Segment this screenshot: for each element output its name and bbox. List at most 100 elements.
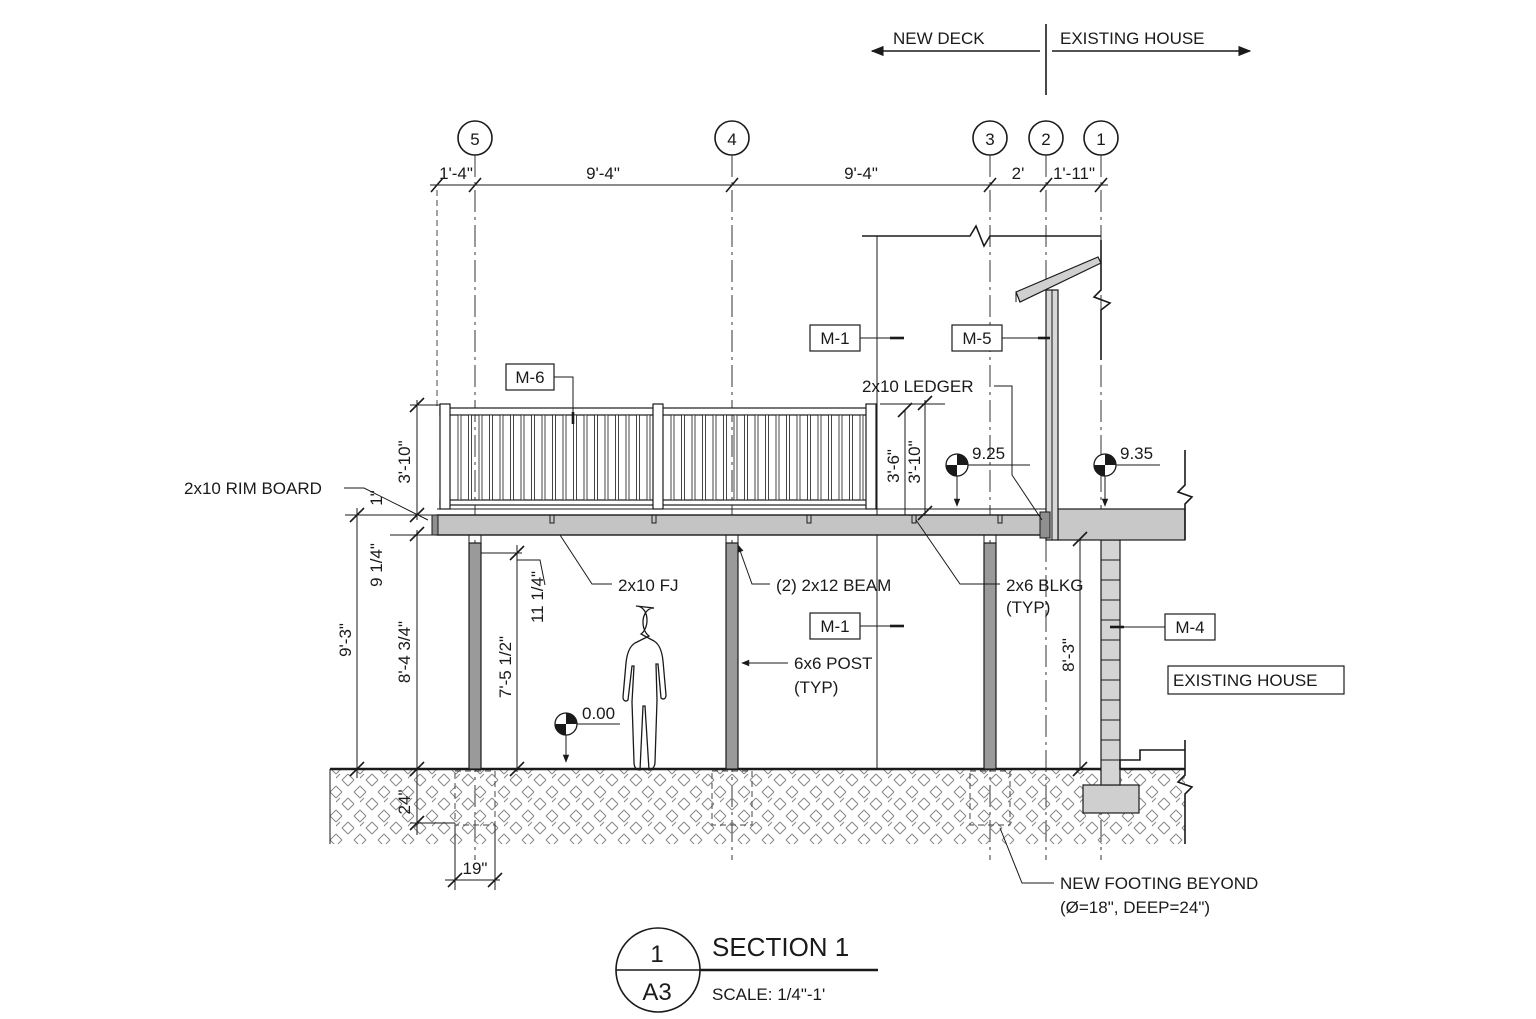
baluster bbox=[828, 414, 832, 501]
svg-text:5: 5 bbox=[470, 130, 479, 149]
ledger bbox=[1039, 511, 1051, 539]
svg-text:19": 19" bbox=[463, 859, 488, 878]
svg-text:9.35: 9.35 bbox=[1120, 444, 1153, 463]
svg-text:9'-4": 9'-4" bbox=[586, 164, 620, 183]
tag-m4: M-4 bbox=[1110, 613, 1216, 641]
svg-text:8'-3": 8'-3" bbox=[1059, 638, 1078, 672]
baluster bbox=[457, 414, 462, 501]
baluster bbox=[838, 414, 843, 501]
baluster bbox=[646, 414, 651, 501]
footing-3 bbox=[969, 770, 1011, 826]
baluster bbox=[468, 414, 472, 501]
baluster bbox=[691, 414, 696, 501]
baluster bbox=[562, 414, 567, 501]
baluster bbox=[849, 414, 853, 501]
baluster bbox=[712, 414, 717, 501]
svg-text:1": 1" bbox=[367, 490, 386, 506]
section-number: 1 bbox=[650, 941, 663, 968]
baluster bbox=[531, 414, 535, 501]
baluster bbox=[733, 414, 738, 501]
baluster bbox=[478, 414, 483, 501]
tag-m6: M-6 bbox=[505, 363, 575, 424]
scale-label: SCALE: 1/4"-1' bbox=[712, 985, 825, 1004]
svg-text:9'-4": 9'-4" bbox=[844, 164, 878, 183]
svg-text:2': 2' bbox=[1012, 164, 1025, 183]
callout-post: 6x6 POST (TYP) bbox=[741, 654, 872, 697]
svg-text:3'-6": 3'-6" bbox=[884, 449, 903, 483]
svg-text:6x6 POST: 6x6 POST bbox=[794, 654, 872, 673]
callout-blocking: 2x6 BLKG (TYP) bbox=[915, 519, 1084, 617]
footing-5 bbox=[454, 770, 496, 826]
posts bbox=[468, 542, 997, 770]
baluster bbox=[670, 414, 675, 501]
svg-text:1'-4": 1'-4" bbox=[439, 164, 473, 183]
baluster bbox=[520, 414, 525, 501]
svg-text:1'-11": 1'-11" bbox=[1053, 164, 1095, 183]
svg-text:NEW FOOTING BEYOND: NEW FOOTING BEYOND bbox=[1060, 874, 1258, 893]
post-3 bbox=[983, 542, 997, 770]
title-block: 1 A3 SECTION 1 SCALE: 1/4"-1' bbox=[615, 927, 878, 1013]
svg-text:4: 4 bbox=[727, 130, 736, 149]
person-silhouette bbox=[622, 605, 667, 771]
baluster bbox=[541, 414, 546, 501]
svg-text:M-6: M-6 bbox=[515, 368, 544, 387]
baluster bbox=[775, 414, 780, 501]
new-deck-label: NEW DECK bbox=[893, 29, 985, 48]
baluster bbox=[859, 414, 864, 501]
elevation-house: 9.35 bbox=[1093, 444, 1160, 507]
deck-house-divider: NEW DECK EXISTING HOUSE bbox=[870, 24, 1252, 95]
baluster bbox=[552, 414, 556, 501]
baluster bbox=[765, 414, 769, 501]
svg-text:3: 3 bbox=[985, 130, 994, 149]
baluster bbox=[615, 414, 619, 501]
svg-text:(TYP): (TYP) bbox=[1006, 598, 1050, 617]
baluster bbox=[604, 414, 609, 501]
svg-text:0.00: 0.00 bbox=[582, 704, 615, 723]
callout-footing: NEW FOOTING BEYOND (Ø=18", DEEP=24") bbox=[999, 827, 1258, 917]
svg-text:3'-10": 3'-10" bbox=[905, 440, 924, 483]
svg-text:9'-3": 9'-3" bbox=[336, 623, 355, 657]
section-title: SECTION 1 bbox=[712, 932, 849, 962]
baluster bbox=[744, 414, 748, 501]
baluster bbox=[625, 414, 630, 501]
baluster bbox=[723, 414, 727, 501]
svg-text:M-1: M-1 bbox=[820, 617, 849, 636]
svg-text:2x10 RIM BOARD: 2x10 RIM BOARD bbox=[184, 479, 322, 498]
svg-text:(2) 2x12 BEAM: (2) 2x12 BEAM bbox=[776, 576, 891, 595]
railing bbox=[439, 403, 877, 510]
footing-4 bbox=[711, 770, 753, 826]
svg-text:11 1/4": 11 1/4" bbox=[528, 571, 547, 623]
baluster bbox=[702, 414, 706, 501]
callout-rim-board: 2x10 RIM BOARD bbox=[184, 479, 429, 521]
callout-beam: (2) 2x12 BEAM bbox=[737, 544, 891, 595]
svg-text:M-1: M-1 bbox=[820, 329, 849, 348]
sheet-number: A3 bbox=[642, 979, 671, 1006]
baluster bbox=[786, 414, 790, 501]
baluster bbox=[499, 414, 504, 501]
tag-m1-upper: M-1 bbox=[809, 324, 904, 352]
baluster bbox=[594, 414, 598, 501]
baluster bbox=[510, 414, 514, 501]
baluster bbox=[754, 414, 759, 501]
post-4 bbox=[725, 542, 739, 770]
baluster bbox=[807, 414, 811, 501]
baluster bbox=[583, 414, 588, 501]
callout-ledger: 2x10 LEDGER bbox=[862, 377, 1043, 521]
svg-text:2: 2 bbox=[1041, 130, 1050, 149]
left-dimensions: 3'-10" 1" 9 1/4" 9'-3" 8'-4 3/4" 24" 7'-… bbox=[336, 397, 547, 890]
existing-house-label: EXISTING HOUSE bbox=[1167, 665, 1345, 695]
svg-text:2x6 BLKG: 2x6 BLKG bbox=[1006, 576, 1084, 595]
svg-text:M-4: M-4 bbox=[1175, 618, 1204, 637]
tag-m1-lower: M-1 bbox=[809, 612, 904, 640]
elevation-deck: 9.25 bbox=[945, 444, 1030, 507]
existing-house-header-label: EXISTING HOUSE bbox=[1060, 29, 1205, 48]
baluster bbox=[681, 414, 685, 501]
baluster bbox=[489, 414, 493, 501]
baluster bbox=[573, 414, 577, 501]
svg-text:3'-10": 3'-10" bbox=[395, 440, 414, 483]
svg-text:7'-5 1/2": 7'-5 1/2" bbox=[496, 636, 515, 698]
existing-house bbox=[862, 224, 1194, 844]
baluster bbox=[817, 414, 822, 501]
elevation-grade: 0.00 bbox=[554, 704, 620, 763]
